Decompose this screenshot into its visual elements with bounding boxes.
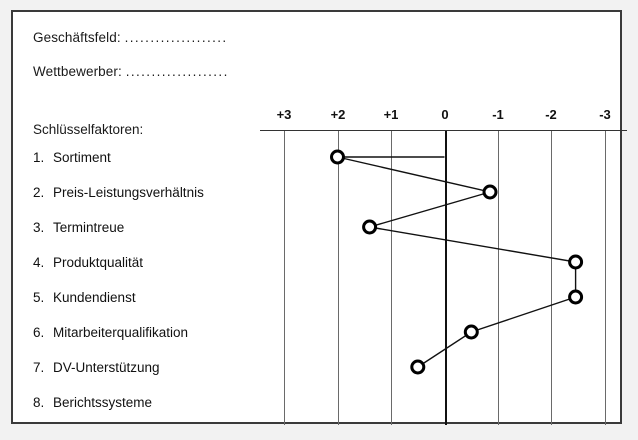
axis-tick-plus1: +1: [383, 107, 399, 122]
data-point-6[interactable]: [463, 324, 479, 340]
axis-top-line: [260, 130, 627, 131]
diagram-frame: Geschäftsfeld: .................... Wett…: [11, 10, 627, 425]
data-point-7[interactable]: [410, 359, 426, 375]
gridline--1: [498, 131, 499, 425]
geschaeftsfeld-value[interactable]: ....................: [124, 30, 228, 45]
factor-row-5[interactable]: 5. Kundendienst: [33, 288, 136, 306]
factor-row-3[interactable]: 3. Termintreue: [33, 218, 124, 236]
gridline--3: [605, 131, 606, 425]
factor-label: Berichtssysteme: [53, 394, 153, 410]
factor-label: DV-Unterstützung: [53, 359, 160, 375]
wettbewerber-value[interactable]: ....................: [125, 64, 229, 79]
factor-number: 1.: [33, 149, 45, 165]
gridline--2: [551, 131, 552, 425]
axis-tick-minus3: -3: [599, 107, 611, 122]
factor-row-4[interactable]: 4. Produktqualität: [33, 253, 143, 271]
field-wettbewerber: Wettbewerber: ....................: [33, 64, 229, 79]
keyfactors-title: Schlüsselfaktoren:: [33, 122, 144, 137]
axis-tick-labels: +3 +2 +1 0 -1 -2 -3: [249, 107, 623, 127]
data-point-5[interactable]: [568, 289, 584, 305]
factor-label: Preis-Leistungsverhältnis: [53, 184, 204, 200]
zero-axis-line: [445, 131, 447, 425]
geschaeftsfeld-label: Geschäftsfeld:: [33, 30, 121, 45]
field-geschaeftsfeld: Geschäftsfeld: ....................: [33, 30, 228, 45]
axis-tick-minus1: -1: [492, 107, 504, 122]
gridline-+3: [284, 131, 285, 425]
factor-row-8[interactable]: 8. Berichtssysteme: [33, 393, 152, 411]
factor-label: Mitarbeiterqualifikation: [53, 324, 189, 340]
gridline-+2: [338, 131, 339, 425]
factor-number: 3.: [33, 219, 45, 235]
axis-tick-plus3: +3: [276, 107, 292, 122]
gridline-+1: [391, 131, 392, 425]
factor-row-7[interactable]: 7. DV-Unterstützung: [33, 358, 160, 376]
factor-number: 2.: [33, 184, 45, 200]
factor-label: Termintreue: [53, 219, 125, 235]
factor-row-2[interactable]: 2. Preis-Leistungsverhältnis: [33, 183, 204, 201]
factor-number: 4.: [33, 254, 45, 270]
factor-label: Sortiment: [53, 149, 111, 165]
factor-number: 7.: [33, 359, 45, 375]
data-point-2[interactable]: [482, 184, 498, 200]
factor-row-6[interactable]: 6. Mitarbeiterqualifikation: [33, 323, 188, 341]
axis-tick-minus2: -2: [545, 107, 557, 122]
wettbewerber-label: Wettbewerber:: [33, 64, 122, 79]
data-point-4[interactable]: [568, 254, 584, 270]
data-point-3[interactable]: [362, 219, 378, 235]
factor-label: Kundendienst: [53, 289, 136, 305]
factor-number: 5.: [33, 289, 45, 305]
plot-area: [330, 149, 584, 375]
factor-number: 6.: [33, 324, 45, 340]
assessment-chart: +3 +2 +1 0 -1 -2 -3: [249, 107, 627, 425]
data-point-1[interactable]: [330, 149, 345, 165]
factor-label: Produktqualität: [53, 254, 144, 270]
data-point-markers: [330, 149, 584, 375]
axis-tick-plus2: +2: [330, 107, 346, 122]
axis-tick-0: 0: [441, 107, 449, 122]
factor-number: 8.: [33, 394, 45, 410]
factor-row-1[interactable]: 1. Sortiment: [33, 148, 111, 166]
series-line-bewertung: [337, 156, 577, 368]
